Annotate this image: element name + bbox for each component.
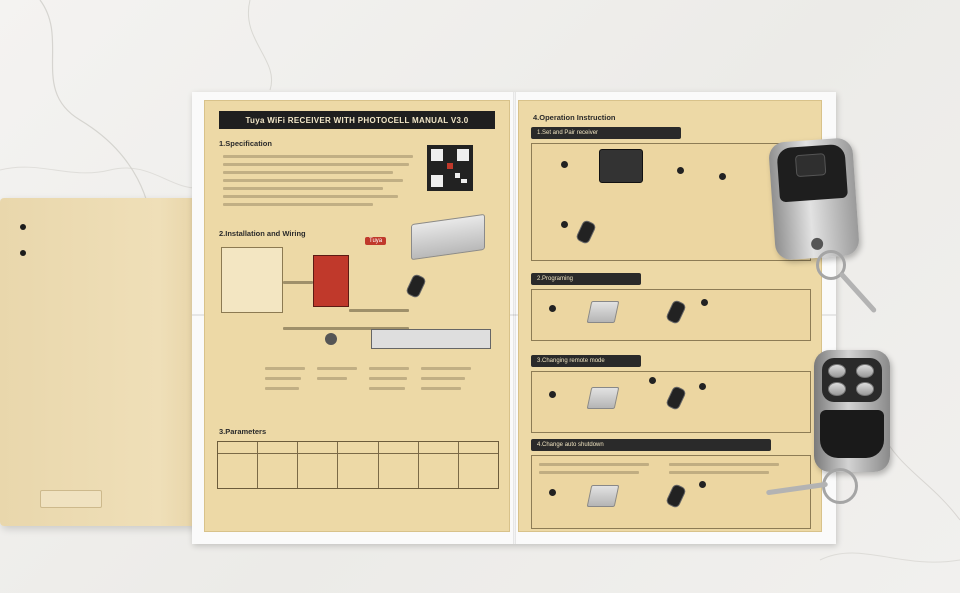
text-line xyxy=(421,387,461,390)
text-line xyxy=(223,187,383,190)
box-hole xyxy=(20,250,26,256)
step-dot xyxy=(561,161,568,168)
receiver-device-icon xyxy=(586,387,620,409)
text-line xyxy=(539,471,639,474)
receiver-device-icon xyxy=(411,213,485,261)
keyring-icon xyxy=(822,468,858,504)
keyring-icon xyxy=(816,250,846,280)
text-line xyxy=(265,377,301,380)
text-line xyxy=(539,463,649,466)
fold-vertical xyxy=(513,92,516,544)
remote-keyhole xyxy=(810,237,824,251)
text-line xyxy=(223,203,373,206)
section-heading: 1.Specification xyxy=(219,139,272,148)
wire xyxy=(349,309,409,312)
manual-right-page: 4.Operation Instruction 1.Set and Pair r… xyxy=(518,100,822,532)
step-dot xyxy=(549,489,556,496)
step-bar: 4.Change auto shutdown xyxy=(531,439,771,451)
step-bar: 2.Programing xyxy=(531,273,641,285)
receiver-device-icon xyxy=(586,485,620,507)
remote-button xyxy=(856,382,874,396)
terminal-block xyxy=(371,329,491,349)
text-line xyxy=(669,471,769,474)
step-bar: 3.Changing remote mode xyxy=(531,355,641,367)
remote-button xyxy=(828,364,846,378)
section-heading: 2.Installation and Wiring xyxy=(219,229,306,238)
text-line xyxy=(223,171,393,174)
brand-tag: Tuya xyxy=(365,237,387,245)
remote-button xyxy=(828,382,846,396)
text-line xyxy=(369,387,405,390)
step-dot xyxy=(549,391,556,398)
box-hole xyxy=(20,224,26,230)
text-line xyxy=(317,367,357,370)
gate-motor-diagram xyxy=(221,247,283,313)
text-line xyxy=(421,367,471,370)
text-line xyxy=(265,387,299,390)
step-dot xyxy=(677,167,684,174)
remote-control-bottom xyxy=(814,350,890,472)
step-bar: 1.Set and Pair receiver xyxy=(531,127,681,139)
photocell-icon xyxy=(325,333,337,345)
step-dot xyxy=(699,383,706,390)
manual-title: Tuya WiFi RECEIVER WITH PHOTOCELL MANUAL… xyxy=(219,111,495,129)
remote-button xyxy=(794,153,827,178)
text-line xyxy=(369,367,409,370)
receiver-device-icon xyxy=(586,301,620,323)
step-dot xyxy=(699,481,706,488)
step-dot xyxy=(549,305,556,312)
qr-code-icon xyxy=(427,145,473,191)
step-panel xyxy=(531,143,811,261)
text-line xyxy=(223,163,409,166)
box-slot xyxy=(40,490,102,508)
manual-left-page: Tuya WiFi RECEIVER WITH PHOTOCELL MANUAL… xyxy=(204,100,510,532)
text-line xyxy=(223,179,403,182)
text-line xyxy=(223,195,398,198)
text-line xyxy=(421,377,465,380)
remote-control-icon xyxy=(405,273,427,299)
control-panel-icon xyxy=(599,149,643,183)
fold-horizontal xyxy=(192,314,836,316)
section-heading: 3.Parameters xyxy=(219,427,267,436)
step-dot xyxy=(561,221,568,228)
section-heading: 4.Operation Instruction xyxy=(533,113,616,122)
text-line xyxy=(317,377,347,380)
parameters-table xyxy=(217,441,499,489)
text-line xyxy=(369,377,407,380)
step-dot xyxy=(719,173,726,180)
circuit-board-diagram xyxy=(313,255,349,307)
text-line xyxy=(223,155,413,158)
remote-button xyxy=(856,364,874,378)
remote-control-top xyxy=(767,137,861,261)
wire xyxy=(283,327,409,330)
text-line xyxy=(669,463,779,466)
wire xyxy=(283,281,313,284)
text-line xyxy=(265,367,305,370)
step-dot xyxy=(701,299,708,306)
remote-body-black xyxy=(820,410,884,458)
step-dot xyxy=(649,377,656,384)
instruction-sheet: Tuya WiFi RECEIVER WITH PHOTOCELL MANUAL… xyxy=(192,92,836,544)
